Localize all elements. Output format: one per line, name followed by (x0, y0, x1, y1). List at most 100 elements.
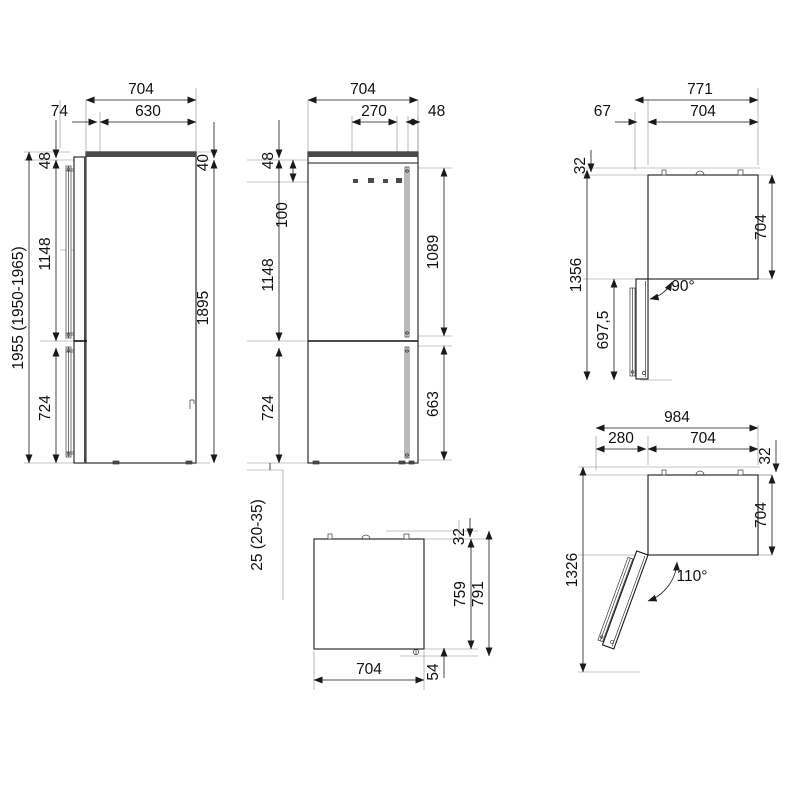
dim-front-overall-width-label: 704 (350, 81, 376, 98)
dim-door90-cabinet-width-label: 704 (690, 103, 716, 120)
dim-front-top-offset-label: 48 (260, 152, 277, 169)
door110-hinge-right (737, 469, 744, 476)
dim-front-control-width-label: 270 (361, 103, 387, 120)
dim-top-plan-rear-projection-label: 54 (425, 663, 442, 681)
dim-door90-door-depth-label: 697,5 (595, 311, 612, 350)
dim-door90-swing-offset-label: 67 (594, 103, 611, 120)
dim-side-cabinet-depth: 630 (99, 103, 197, 126)
front-control-panel (353, 178, 402, 183)
door110-door-panel (597, 550, 649, 650)
dim-side-lower-height: 724 (37, 347, 60, 464)
dim-door110-cabinet-width: 704 (647, 430, 759, 453)
dim-top-plan-depth-body-label: 759 (452, 581, 469, 607)
dim-front-fridge-door-height: 1089 (425, 167, 448, 337)
dim-front-control-drop-label: 100 (274, 202, 291, 228)
door90-hinge-right (737, 169, 744, 176)
dim-front-overall-width: 704 (307, 81, 419, 104)
dim-door90-cabinet-depth-label: 704 (753, 214, 770, 240)
door-open-90-degree-plan-view: 90° 771 67 704 32 1356 697,5 (568, 81, 776, 381)
dim-front-plinth-clearance: 25 (20-35) (249, 463, 271, 571)
dim-side-door-thickness: 74 (51, 103, 98, 126)
dim-side-total-depth: 704 (85, 81, 197, 104)
dim-door110-cabinet-depth: 704 (753, 474, 776, 556)
top-plan-hinge-left (327, 533, 333, 540)
door90-angle-indicator: 90° (649, 278, 695, 301)
dim-door90-total-width-label: 771 (687, 81, 713, 98)
dim-side-top-offset: 48 (37, 120, 60, 169)
dim-door90-door-depth: 697,5 (595, 278, 618, 381)
side-handle-upper (65, 165, 74, 339)
dim-front-control-width: 270 (351, 103, 398, 126)
front-elevation-view: 704 270 48 48 100 1148 724 (247, 81, 452, 600)
side-door-seal (84, 157, 87, 463)
side-top-panel (86, 152, 196, 157)
dim-door90-cabinet-width: 704 (647, 103, 759, 126)
dim-front-top-offset: 48 (260, 120, 283, 169)
control-button-1[interactable] (353, 179, 358, 183)
top-plan-hinge-right (403, 533, 410, 540)
door110-cable-notch (695, 470, 705, 476)
side-handle-lower (65, 346, 74, 458)
door110-angle-indicator: 110° (647, 561, 708, 602)
dim-top-plan-depth-body: 759 (452, 538, 475, 650)
front-foot-right-outer (408, 460, 415, 465)
dim-side-door-thickness-label: 74 (51, 103, 69, 120)
side-cabinet-body (85, 151, 197, 464)
side-hinge-detail (189, 399, 195, 409)
dim-door110-hinge-projection-label: 32 (757, 447, 774, 464)
dim-door110-cabinet-depth-label: 704 (753, 502, 770, 528)
dim-side-top-right-offset-label: 40 (195, 154, 212, 172)
door90-angle-label: 90° (671, 278, 694, 295)
dim-door90-hinge-projection-label: 32 (572, 157, 589, 174)
dim-side-cabinet-height: 1895 (195, 159, 218, 464)
dim-front-fridge-door-height-label: 1089 (425, 235, 442, 269)
control-button-4[interactable] (396, 178, 402, 183)
door90-hinge-left (661, 169, 667, 176)
dim-door90-cabinet-depth: 704 (753, 174, 776, 280)
dim-top-plan-depth-total-label: 791 (470, 581, 487, 607)
dim-door110-total-depth-label: 1326 (564, 553, 581, 587)
dim-top-plan-rear-projection: 54 (425, 647, 448, 681)
dim-door110-total-width-label: 984 (664, 409, 690, 426)
front-foot-left (312, 460, 320, 465)
dim-side-top-right-offset: 40 (195, 122, 218, 172)
dim-top-plan-width-label: 704 (356, 661, 382, 678)
dim-door110-swing-offset: 280 (595, 430, 647, 453)
dim-side-top-offset-label: 48 (37, 152, 54, 169)
dim-front-right-offset-label: 48 (428, 103, 445, 120)
door110-angle-label: 110° (677, 568, 708, 585)
front-handle-lower (404, 346, 410, 459)
dim-door110-hinge-projection: 32 (757, 440, 780, 473)
dim-side-cabinet-depth-label: 630 (135, 103, 161, 120)
dim-top-plan-width: 704 (313, 661, 425, 684)
dim-side-upper-height-label: 1148 (37, 237, 54, 270)
dim-front-upper-height-label: 1148 (260, 258, 277, 291)
dim-door90-swing-offset: 67 (594, 103, 638, 126)
dim-side-upper-height: 1148 (37, 159, 60, 342)
control-button-3[interactable] (383, 179, 388, 183)
side-foot-rear (185, 460, 193, 465)
front-foot-right (398, 460, 406, 465)
dim-front-plinth-clearance-label: 25 (20-35) (249, 499, 266, 571)
dim-door110-total-depth: 1326 (564, 466, 587, 673)
dim-top-plan-hinge-projection: 32 (451, 518, 474, 545)
door90-cabinet-body (647, 174, 759, 280)
dim-front-lower-height-label: 724 (260, 395, 277, 421)
front-top-panel (308, 152, 418, 157)
dim-top-plan-depth-total: 791 (470, 530, 493, 657)
dim-front-freezer-door-height: 663 (425, 345, 448, 461)
side-foot-front (112, 460, 120, 465)
top-plan-body (313, 538, 425, 650)
door110-hinge-left (661, 469, 667, 476)
dim-top-plan-hinge-projection-label: 32 (451, 528, 468, 545)
control-button-2[interactable] (368, 178, 374, 183)
dim-front-right-offset: 48 (405, 103, 445, 126)
top-plan-cable-notch (361, 534, 371, 540)
dim-side-overall-height: 1955 (1950-1965) (10, 151, 33, 464)
dim-side-lower-height-label: 724 (37, 395, 54, 421)
top-plan-view: 32 759 791 54 704 (313, 518, 493, 690)
dim-door110-swing-offset-label: 280 (608, 430, 634, 447)
door110-cabinet-body (647, 474, 759, 556)
